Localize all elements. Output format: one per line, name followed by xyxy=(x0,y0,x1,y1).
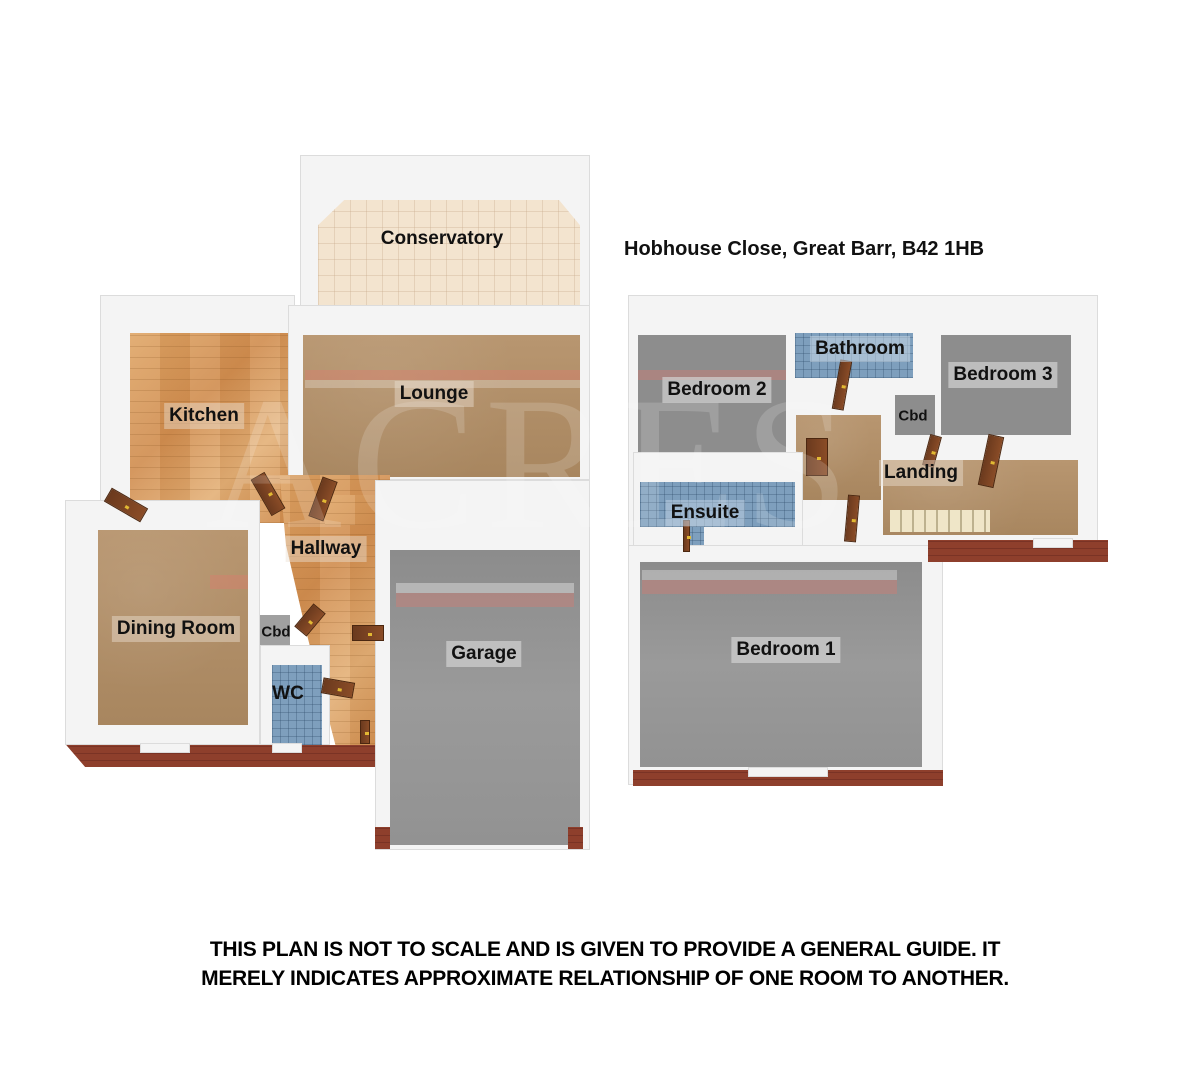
label-ensuite: Ensuite xyxy=(665,500,745,526)
label-first-cbd: Cbd xyxy=(898,407,928,425)
label-dining-room: Dining Room xyxy=(111,616,241,642)
hall-cupboard xyxy=(260,615,290,645)
garage-door xyxy=(352,625,384,641)
lounge-stripe-white xyxy=(305,380,580,388)
bedroom-2-stripe-red xyxy=(638,370,786,380)
label-hallway: Hallway xyxy=(285,536,367,562)
wc-floor xyxy=(272,665,322,745)
ground-floor-brick-base xyxy=(66,745,375,767)
ensuite-door xyxy=(683,520,691,552)
bedroom-1-floor xyxy=(640,562,922,767)
bedroom-1-window xyxy=(748,767,828,777)
bedroom-1-stripe-white xyxy=(642,570,897,580)
bedroom-1-brick-base xyxy=(633,770,943,786)
garage-brick-right xyxy=(568,827,583,849)
bedroom-2-door xyxy=(806,438,828,476)
label-landing: Landing xyxy=(879,460,963,486)
dining-window xyxy=(140,743,190,753)
landing-cupboard-floor xyxy=(895,395,935,435)
ensuite-floor xyxy=(640,482,795,527)
dining-room-floor xyxy=(98,530,248,725)
lounge-stripe-red xyxy=(305,370,580,380)
label-bedroom-1: Bedroom 1 xyxy=(731,637,841,663)
dining-stripe-red xyxy=(210,575,248,589)
landing-brick-base xyxy=(928,540,1108,562)
label-bathroom: Bathroom xyxy=(810,336,910,362)
label-wc: WC xyxy=(272,683,304,704)
garage-floor xyxy=(390,550,580,845)
first-floor-staircase xyxy=(890,510,990,532)
wc-window xyxy=(272,743,302,753)
garage-stripe-white xyxy=(396,583,574,593)
label-garage: Garage xyxy=(446,641,522,667)
bedroom-1-stripe-red xyxy=(642,580,897,594)
lounge-floor xyxy=(303,335,580,477)
ground-floor-plan xyxy=(60,155,600,855)
property-address: Hobhouse Close, Great Barr, B42 1HB xyxy=(624,238,985,260)
scale-disclaimer: THIS PLAN IS NOT TO SCALE AND IS GIVEN T… xyxy=(201,938,1009,990)
label-bedroom-2: Bedroom 2 xyxy=(662,377,772,403)
label-bedroom-3: Bedroom 3 xyxy=(948,362,1058,388)
landing-window xyxy=(1033,538,1073,548)
label-conservatory: Conservatory xyxy=(380,228,504,249)
label-kitchen: Kitchen xyxy=(164,403,244,429)
front-door xyxy=(360,720,370,744)
garage-stripe-red xyxy=(396,593,574,607)
label-lounge: Lounge xyxy=(394,381,474,407)
garage-brick-left xyxy=(375,827,390,849)
first-floor-plan xyxy=(628,290,1118,800)
label-ground-cbd: Cbd xyxy=(261,623,291,641)
